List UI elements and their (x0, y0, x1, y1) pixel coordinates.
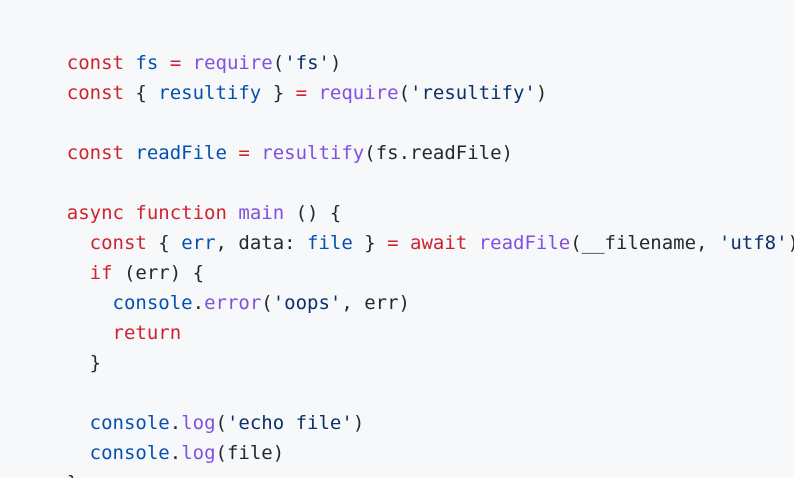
code-token-operator: = (169, 52, 182, 74)
code-token-keyword: if (89, 262, 113, 284)
code-token: (err) { (112, 262, 205, 284)
code-token (227, 142, 238, 164)
code-token (124, 202, 135, 224)
code-token-keyword: const (66, 82, 124, 104)
code-token-string: 'resultify' (410, 82, 536, 104)
code-token: } (352, 232, 388, 254)
code-token-function: resultify (261, 142, 365, 164)
code-token: } (66, 352, 102, 374)
code-token: (fs.readFile) (364, 142, 513, 164)
code-line: const readFile = resultify(fs.readFile) (21, 108, 794, 164)
code-token-function: main (238, 202, 285, 224)
code-token: ( (272, 52, 285, 74)
code-token: . (192, 292, 205, 314)
code-token-operator: = (238, 142, 250, 164)
code-token-string: 'utf8' (718, 232, 788, 254)
code-line: console.log(file) (21, 408, 794, 464)
code-line: const fs = require('fs') (21, 18, 794, 74)
code-token (307, 82, 318, 104)
code-token: , err) (341, 292, 410, 314)
code-line: } (21, 438, 794, 478)
code-token (124, 142, 135, 164)
code-token: ) (329, 52, 342, 74)
code-token: ( (261, 292, 273, 314)
code-token: . (169, 442, 182, 464)
code-token (227, 202, 238, 224)
code-token (124, 52, 135, 74)
code-token-function: readFile (478, 232, 571, 254)
code-token: ) (352, 412, 365, 434)
code-token-operator: = (295, 82, 308, 104)
code-token (399, 232, 410, 254)
code-token-keyword: const (89, 232, 147, 254)
code-token: } (67, 472, 78, 478)
code-token-string: 'oops' (272, 292, 342, 314)
code-line: if (err) { (21, 228, 794, 284)
code-token: ( (215, 412, 227, 434)
code-token-keyword: function (135, 202, 227, 224)
code-token-variable: console (89, 412, 170, 434)
code-token-function: error (204, 292, 262, 314)
code-token-variable: err (181, 232, 216, 254)
code-token-variable: file (307, 232, 353, 254)
code-token: { (146, 232, 182, 254)
code-token: . (169, 412, 182, 434)
code-token-indent (67, 442, 90, 464)
code-token-variable: readFile (135, 142, 227, 164)
code-line: console.error('oops', err) (21, 258, 794, 314)
code-token-keyword: return (112, 322, 182, 344)
code-token: { (123, 82, 159, 104)
code-line: async function main () { (21, 168, 794, 224)
code-token-keyword: const (66, 52, 124, 74)
code-token-indent (67, 292, 113, 314)
code-token-function: log (181, 412, 216, 434)
code-token-string: 'echo file' (226, 412, 353, 434)
code-token: , data: (215, 232, 308, 254)
code-token-string: 'fs' (284, 52, 330, 74)
code-token: (file) (215, 442, 285, 464)
code-token: ) (535, 82, 548, 104)
code-token-variable: fs (135, 52, 159, 74)
code-token-variable: resultify (158, 82, 262, 104)
code-token-function: log (181, 442, 216, 464)
code-token: } (261, 82, 296, 104)
code-token (467, 232, 478, 254)
code-token-indent (67, 232, 90, 254)
code-line: return (21, 288, 794, 344)
code-token-keyword: const (66, 142, 124, 164)
code-line-blank (21, 348, 794, 378)
code-line: const { err, data: file } = await readFi… (21, 198, 794, 254)
code-token-function: require (192, 52, 273, 74)
code-token-indent (67, 412, 90, 434)
code-token-indent (67, 322, 113, 344)
code-token: () { (284, 202, 342, 224)
code-token-indent (67, 262, 90, 284)
code-token: ( (398, 82, 411, 104)
code-token-variable: console (89, 442, 170, 464)
code-token-function: require (318, 82, 399, 104)
code-token-keyword: async (66, 202, 124, 224)
code-token (250, 142, 261, 164)
code-token: (__filename, (570, 232, 719, 254)
code-token (181, 52, 192, 74)
code-token: ) (788, 232, 794, 254)
code-line: } (21, 318, 794, 374)
code-token-variable: console (112, 292, 193, 314)
code-token (158, 52, 169, 74)
code-line: const { resultify } = require('resultify… (21, 48, 794, 104)
code-token-keyword: await (410, 232, 468, 254)
code-token-operator: = (387, 232, 399, 254)
code-line: console.log('echo file') (21, 378, 794, 434)
